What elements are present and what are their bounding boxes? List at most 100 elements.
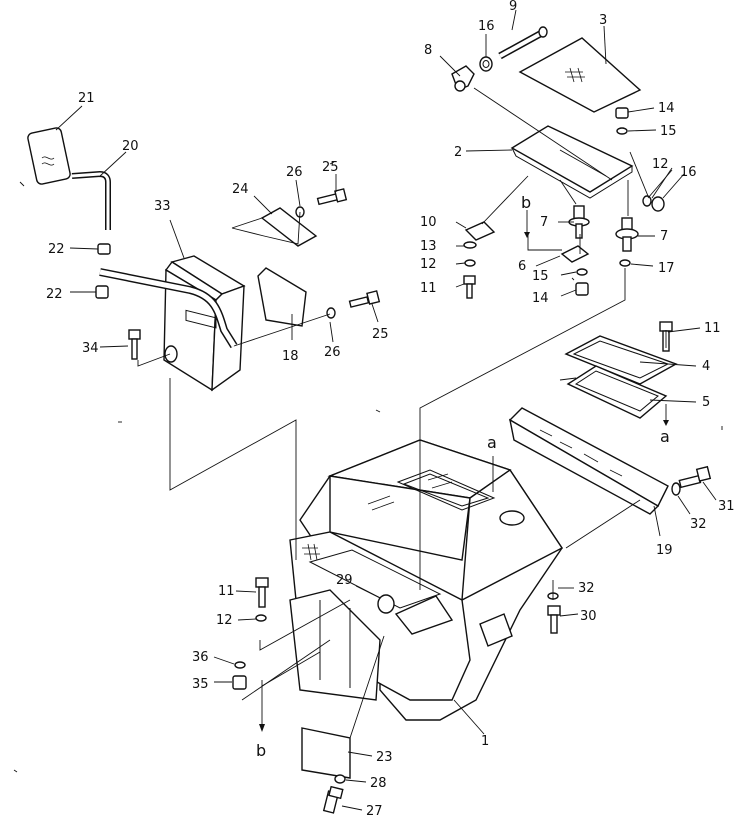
part-24-plate: [260, 207, 318, 247]
callout-15-upper: 15: [660, 124, 677, 139]
part-25-bolt-lower: [348, 290, 381, 308]
stray-marks: [13, 161, 723, 773]
part-15-washer-upper: [616, 127, 628, 135]
part-32-washer-rail: [671, 482, 681, 496]
part-18-plate: [257, 267, 307, 327]
part-28-washer: [334, 774, 346, 784]
handrail-bar: [99, 268, 238, 363]
callout-25-lower: 25: [372, 327, 389, 342]
part-14-nut-upper: [615, 107, 629, 119]
callout-13: 13: [420, 239, 437, 254]
part-11-bolt-left-stack: [463, 275, 476, 299]
part-26-washer-lower: [326, 307, 336, 319]
part-16-nut-top: [479, 56, 493, 72]
callout-12-right: 12: [652, 157, 669, 172]
part-22-nut-lower: [95, 285, 109, 299]
part-33-box: [163, 255, 246, 392]
callout-25-upper: 25: [322, 160, 339, 175]
callout-23: 23: [376, 750, 393, 765]
part-12-washer-left-stack: [464, 259, 476, 267]
ref-letter-b-bottom: b: [256, 741, 266, 760]
part-30-bolt: [547, 605, 561, 634]
callout-14-lower: 14: [532, 291, 549, 306]
callout-15-lower: 15: [532, 269, 549, 284]
callout-17: 17: [658, 261, 675, 276]
callout-10: 10: [420, 215, 437, 230]
callout-29: 29: [336, 573, 353, 588]
callout-30: 30: [580, 609, 597, 624]
leader-lines: [55, 9, 717, 811]
callout-11-right: 11: [704, 321, 721, 336]
part-27-bolt: [322, 785, 344, 814]
callout-21: 21: [78, 91, 95, 106]
part-2-tray: [510, 125, 634, 199]
ref-letter-b-top: b: [521, 193, 531, 212]
callout-14-upper: 14: [658, 101, 675, 116]
part-3-top-cover: [518, 37, 642, 113]
part-19-rail: [508, 407, 669, 515]
part-23-plate: [301, 727, 351, 779]
part-13-washer: [463, 241, 477, 249]
part-22-nut-upper: [97, 243, 111, 255]
callout-7-left: 7: [540, 215, 548, 230]
callout-3: 3: [599, 13, 607, 28]
part-6-bracket: [560, 245, 590, 263]
part-12-washer-frame: [255, 614, 267, 622]
part-15-washer-lower: [576, 268, 588, 276]
callout-24: 24: [232, 182, 249, 197]
ref-letter-a-cover: a: [660, 427, 670, 446]
reference-letters: a a b b: [256, 193, 670, 760]
part-31-bolt: [678, 465, 712, 489]
callout-labels: 1 2 3 4 5 6 7 7 8 9 10 11 11 11 12 12 12…: [46, 0, 735, 818]
part-8-elbow: [451, 65, 475, 92]
callout-35: 35: [192, 677, 209, 692]
callout-12-top: 12: [420, 257, 437, 272]
callout-7-right: 7: [660, 229, 668, 244]
part-17-washer: [619, 259, 631, 267]
part-11-bolt-frame: [255, 577, 269, 608]
callout-11-lower: 11: [218, 584, 235, 599]
callout-4: 4: [702, 359, 710, 374]
part-25-bolt-upper: [316, 188, 348, 206]
callout-22-lower: 22: [46, 287, 63, 302]
part-34-bolt: [128, 329, 141, 360]
callout-5: 5: [702, 395, 710, 410]
part-20-mirror-stay: [71, 170, 111, 230]
part-10-bracket: [464, 221, 496, 241]
callout-12-lower: 12: [216, 613, 233, 628]
part-1-frame: [289, 439, 564, 721]
callout-32-frame: 32: [578, 581, 595, 596]
callout-8: 8: [424, 43, 432, 58]
part-14-nut-lower: [575, 282, 589, 296]
callout-1: 1: [481, 734, 489, 749]
callout-16-right: 16: [680, 165, 697, 180]
part-9-bolt: [498, 26, 548, 60]
callout-18: 18: [282, 349, 299, 364]
callout-26-upper: 26: [286, 165, 303, 180]
ref-letter-a-frame: a: [487, 433, 497, 452]
callout-11-top: 11: [420, 281, 437, 296]
callout-22-upper: 22: [48, 242, 65, 257]
part-21-mirror: [27, 127, 71, 185]
part-7-mount-right: [615, 217, 639, 252]
callout-31: 31: [718, 499, 735, 514]
callout-36: 36: [192, 650, 209, 665]
part-5-cover: [566, 365, 668, 419]
callout-28: 28: [370, 776, 387, 791]
callout-6: 6: [518, 259, 526, 274]
part-12-washer-right: [642, 195, 652, 207]
part-35-nut: [232, 675, 247, 690]
part-36-washer: [234, 661, 246, 669]
callout-16-top: 16: [478, 19, 495, 34]
part-16-nut-right: [651, 196, 665, 212]
callout-34: 34: [82, 341, 99, 356]
callout-20: 20: [122, 139, 139, 154]
callout-27: 27: [366, 804, 383, 818]
callout-33: 33: [154, 199, 171, 214]
callout-32-rail: 32: [690, 517, 707, 532]
callout-19: 19: [656, 543, 673, 558]
callout-2: 2: [454, 145, 462, 160]
callout-26-lower: 26: [324, 345, 341, 360]
callout-9: 9: [509, 0, 517, 14]
